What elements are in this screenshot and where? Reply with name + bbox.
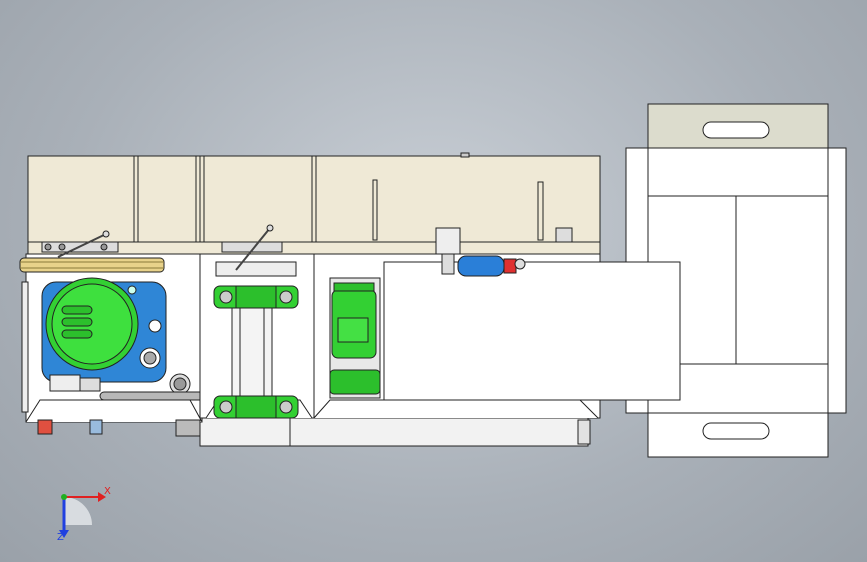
box-inner-right (735, 195, 829, 365)
box-rear-handle-slot (702, 121, 770, 139)
storage-box (625, 103, 847, 458)
coordinate-triad (59, 492, 106, 538)
y-axis-dot (61, 494, 67, 500)
gear-motor-right (329, 277, 381, 399)
linear-guide-column (199, 224, 315, 419)
base-plate (199, 417, 589, 447)
fittings-left (37, 419, 201, 437)
box-inner-top (647, 147, 829, 197)
triad-z-label: Z (57, 532, 64, 543)
slide-plate (383, 261, 681, 401)
top-cover (27, 152, 601, 255)
belt-pulley (19, 230, 165, 273)
pneumatic-valve (435, 227, 573, 277)
gear-motor-left (41, 277, 211, 401)
cover-panel-1 (27, 155, 139, 243)
cover-panel-3 (199, 155, 313, 243)
box-front-handle-slot (702, 422, 770, 440)
cover-panel-2 (137, 155, 201, 243)
triad-x-label: X (104, 486, 111, 497)
